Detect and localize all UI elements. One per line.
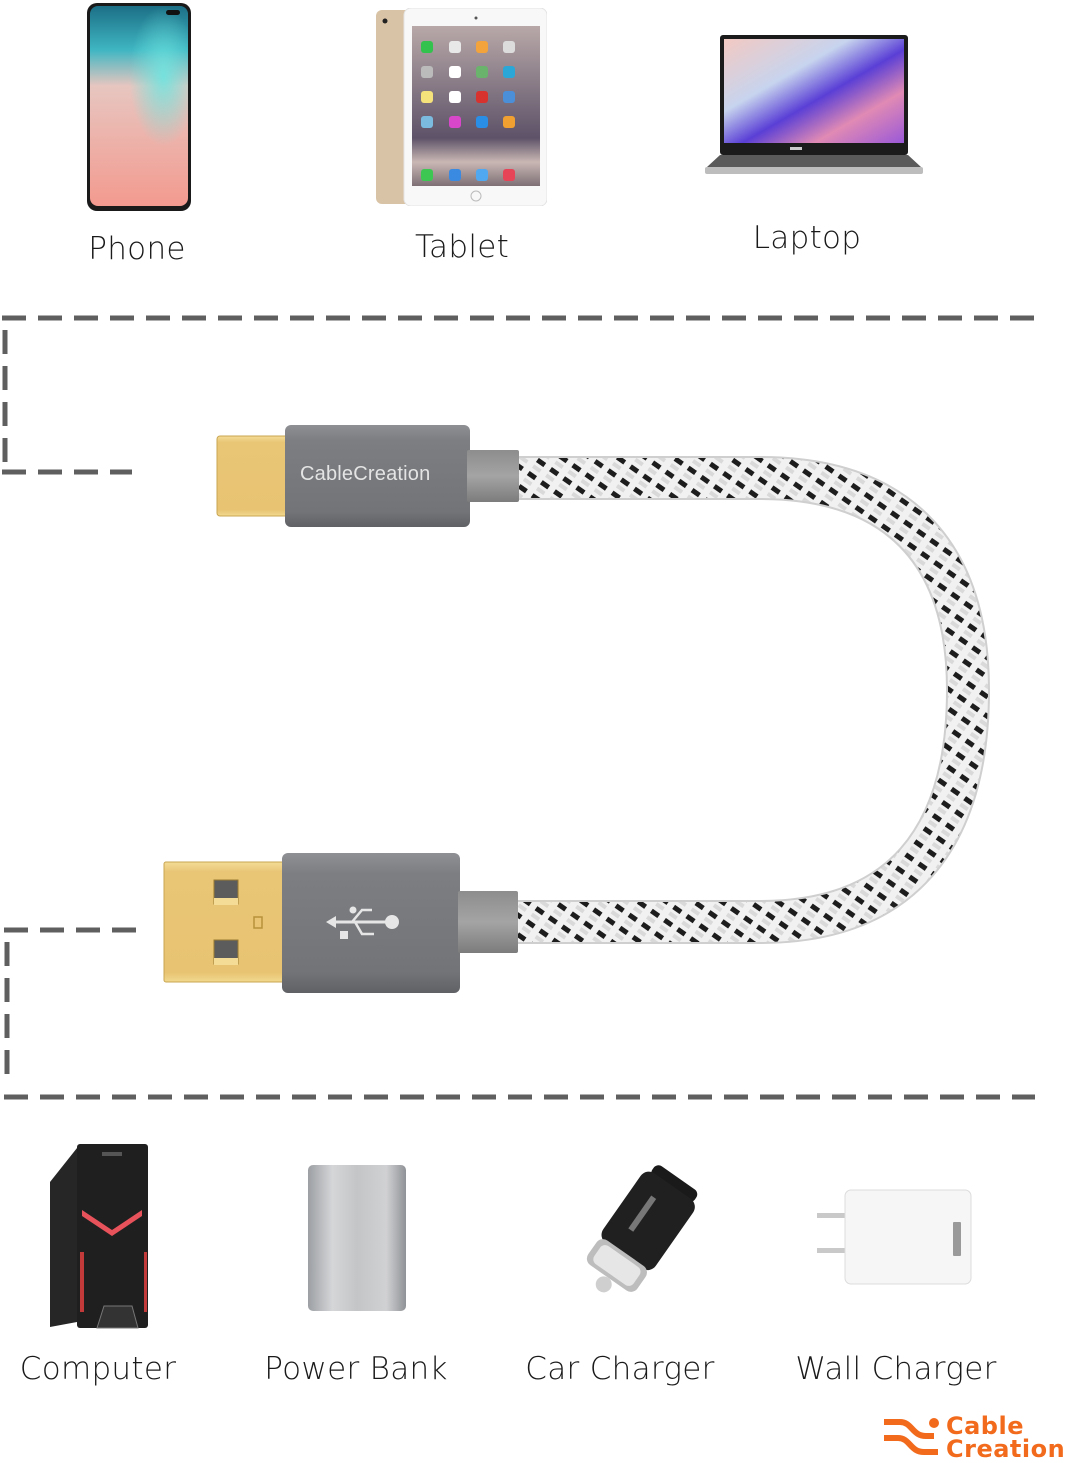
brand-line-1: Cable — [946, 1412, 1024, 1440]
power-bank-image — [307, 1164, 407, 1312]
connector-brand-text: CableCreation — [300, 463, 431, 485]
laptop-image — [705, 35, 923, 180]
wall-charger-image — [815, 1188, 975, 1288]
dashed-frame — [2, 315, 1035, 1100]
brand-logo: Cable Creation — [882, 1412, 1077, 1463]
device-label-power-bank: Power Bank — [264, 1351, 448, 1387]
tablet-image — [376, 7, 548, 207]
device-label-phone: Phone — [88, 231, 186, 267]
tablet-icon — [376, 7, 548, 207]
wall-charger-icon — [817, 1189, 972, 1285]
device-label-car-charger: Car Charger — [525, 1351, 715, 1387]
phone-icon — [87, 3, 191, 211]
device-label-wall-charger: Wall Charger — [795, 1351, 997, 1387]
usb-c-connector — [216, 425, 519, 527]
car-charger-icon — [586, 1165, 698, 1293]
desktop-tower-icon — [50, 1144, 148, 1329]
brand-line-2: Creation — [946, 1435, 1066, 1463]
computer-image — [42, 1142, 150, 1330]
cable-diagram — [2, 315, 1035, 1100]
car-charger-image — [562, 1162, 702, 1312]
usb-symbol-icon — [326, 906, 399, 939]
cablecreation-logo-icon — [884, 1418, 939, 1455]
phone-image — [86, 2, 192, 212]
device-label-tablet: Tablet — [414, 229, 510, 265]
laptop-icon — [705, 35, 923, 174]
device-label-laptop: Laptop — [752, 220, 862, 256]
power-bank-icon — [308, 1165, 406, 1311]
usb-a-connector — [163, 853, 518, 993]
device-label-computer: Computer — [19, 1351, 177, 1387]
